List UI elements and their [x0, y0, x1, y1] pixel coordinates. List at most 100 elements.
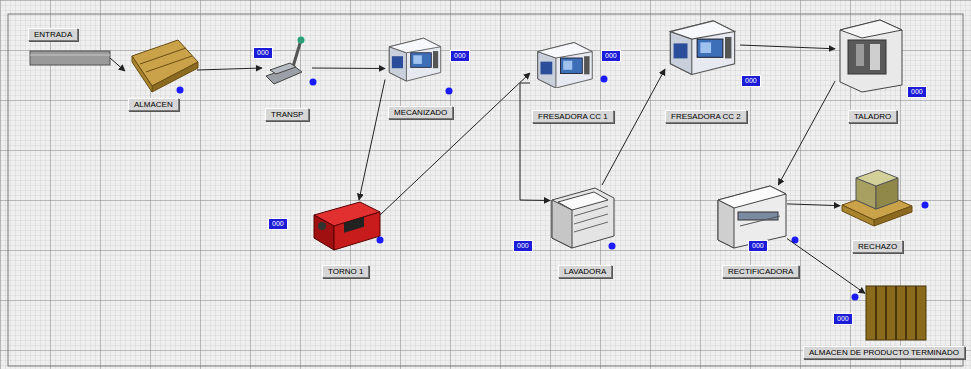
warehouse-rack-icon [875, 286, 877, 340]
machine-node: TRANSP000 [262, 38, 312, 88]
lathe-icon [344, 217, 364, 233]
flow-arrow [359, 80, 385, 201]
flow-arrow [110, 58, 125, 71]
status-dot [310, 79, 317, 86]
washer-icon [552, 188, 614, 248]
warehouse-rack-icon [915, 286, 917, 340]
drill-icon [848, 40, 886, 74]
hand-truck-icon [266, 37, 305, 85]
machine-node: TALADRO000 [835, 20, 905, 92]
hand-truck-icon [270, 63, 296, 74]
station-label: FRESADORA CC 2 [665, 110, 747, 123]
station-label: RECHAZO [852, 240, 903, 253]
machine-node: ENTRADA [30, 50, 110, 66]
counter-badge: 000 [907, 86, 927, 98]
grinder-icon [740, 216, 780, 226]
machine-node: ALMACEN DE PRODUCTO TERMINADO000 [865, 285, 927, 341]
grinder-icon [718, 186, 786, 248]
pallet-icon [132, 40, 198, 92]
washer-icon [552, 200, 572, 248]
grinder-icon [718, 200, 734, 248]
status-dot [446, 88, 453, 95]
counter-badge: 000 [748, 240, 768, 252]
hand-truck-icon [298, 37, 305, 44]
station-label: LAVADORA [558, 265, 612, 278]
reject-pallet-icon [874, 206, 912, 226]
flow-arrow [312, 68, 385, 70]
station-label: TALADRO [848, 110, 897, 123]
milling-machine-icon [670, 21, 734, 75]
status-dot [922, 202, 929, 209]
conveyor [30, 55, 110, 56]
lathe-icon [334, 212, 380, 250]
flow-arrow [380, 73, 530, 215]
flow-arrow [740, 45, 835, 49]
flow-arrow [602, 69, 665, 185]
machine-node: RECTIFICADORA000 [715, 185, 787, 248]
drill-icon [840, 20, 902, 92]
warehouse-rack-icon [885, 286, 887, 340]
status-dot [852, 294, 859, 301]
station-label: TRANSP [265, 108, 309, 121]
washer-icon [552, 188, 614, 248]
grinder-icon [738, 212, 778, 220]
status-dot [377, 237, 384, 244]
conveyor [30, 51, 110, 65]
warehouse-rack-icon [866, 286, 926, 340]
lathe-icon [314, 215, 334, 250]
station-label: MECANIZADO [388, 106, 453, 119]
status-dot [177, 87, 184, 94]
flow-arrow [520, 83, 550, 201]
pallet-icon [132, 56, 152, 92]
warehouse-rack-icon [905, 286, 907, 340]
station-label: FRESADORA CC 1 [532, 110, 614, 123]
status-dot [601, 76, 608, 83]
flow-arrow [787, 204, 840, 206]
machine-node: ALMACEN [125, 40, 197, 90]
machine-node: FRESADORA CC 2000 [665, 15, 740, 75]
pallet-icon [152, 62, 198, 92]
machining-center-icon [389, 38, 440, 81]
station-label: TORNO 1 [322, 265, 369, 278]
reject-pallet-icon [842, 205, 874, 226]
lathe-icon [314, 202, 380, 250]
pallet-icon [140, 48, 186, 64]
station-label: ENTRADA [28, 28, 78, 41]
station-label: ALMACEN [128, 98, 179, 111]
warehouse-rack-icon [866, 286, 926, 340]
flow-arrow [197, 68, 262, 70]
washer-icon [574, 206, 608, 216]
counter-badge: 000 [268, 218, 288, 230]
reject-pallet-icon [856, 170, 898, 186]
frame-border [8, 14, 963, 366]
counter-badge: 000 [741, 75, 761, 87]
status-dot [609, 243, 616, 250]
counter-badge: 000 [601, 50, 621, 62]
reject-pallet-icon [842, 170, 912, 226]
drill-icon [840, 20, 902, 38]
counter-badge: 000 [253, 47, 273, 59]
washer-icon [574, 222, 608, 232]
grinder-icon [718, 186, 786, 248]
drill-icon [856, 44, 864, 66]
conveyor [30, 51, 110, 65]
machine-node: MECANIZADO000 [385, 30, 445, 85]
flow-arrow [778, 81, 835, 185]
machine-node: FRESADORA CC 1000 [530, 38, 600, 88]
washer-icon [574, 214, 608, 224]
station-label: RECTIFICADORA [722, 265, 799, 278]
station-label: ALMACEN DE PRODUCTO TERMINADO [803, 346, 965, 359]
warehouse-rack-icon [895, 286, 897, 340]
counter-badge: 000 [833, 313, 853, 325]
machine-node: TORNO 1000 [310, 200, 380, 250]
drill-icon [870, 44, 880, 70]
machine-node: RECHAZO [840, 168, 915, 226]
machine-node: LAVADORA000 [550, 185, 615, 247]
counter-badge: 000 [513, 240, 533, 252]
counter-badge: 000 [450, 50, 470, 62]
